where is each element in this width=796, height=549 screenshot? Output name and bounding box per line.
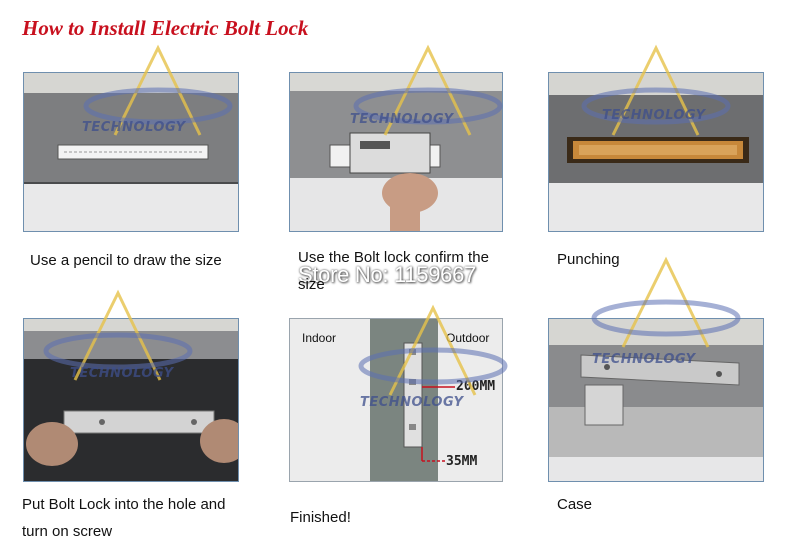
watermark-text-6: TECHNOLOGY [592, 352, 696, 367]
step-5-diagram: Indoor Outdoor 200MM 35MM [289, 318, 503, 482]
step-3-caption: Punching [557, 251, 620, 268]
watermark-logo-1 [83, 44, 233, 136]
step-1-caption: Use a pencil to draw the size [30, 252, 222, 269]
lock-case-illustration [549, 319, 763, 481]
watermark-logo-2 [353, 44, 503, 136]
watermark-logo-3 [581, 44, 731, 136]
watermark-logo-5 [358, 304, 508, 396]
watermark-text-1: TECHNOLOGY [82, 120, 186, 135]
page-title: How to Install Electric Bolt Lock [22, 16, 309, 40]
step-6-photo [548, 318, 764, 482]
ceiling-pencil-mark-illustration [24, 73, 238, 231]
watermark-logo-6 [591, 256, 741, 348]
dimension-35mm-label: 35MM [446, 454, 478, 469]
watermark-text-3: TECHNOLOGY [602, 108, 706, 123]
step-1-photo [23, 72, 239, 232]
watermark-text-5: TECHNOLOGY [360, 395, 464, 410]
watermark-text-4: TECHNOLOGY [70, 366, 174, 381]
step-4-photo [23, 318, 239, 482]
step-3-photo [548, 72, 764, 232]
step-2-caption: Use the Bolt lock confirm the size [298, 249, 489, 293]
install-screw-illustration [24, 319, 238, 481]
step-6-caption: Case [557, 496, 593, 513]
step-5-caption: Finished! [290, 509, 351, 526]
watermark-text-2: TECHNOLOGY [350, 112, 454, 127]
watermark-logo-4 [43, 289, 193, 381]
indoor-label: Indoor [302, 331, 337, 345]
step-4-caption: Put Bolt Lock into the hole and turn on … [22, 496, 226, 540]
punching-hole-illustration [549, 73, 763, 231]
outdoor-label: Outdoor [446, 331, 490, 345]
door-cross-section-illustration [290, 319, 502, 481]
store-number-watermark: Store No: 1159667 [298, 262, 476, 287]
